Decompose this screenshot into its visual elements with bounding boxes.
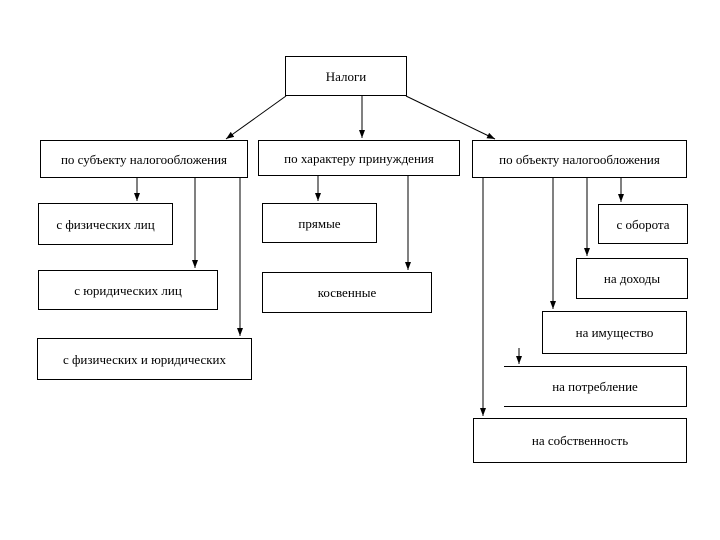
- node-turnover: с оборота: [598, 204, 688, 244]
- arrow-root-to-by-object: [405, 95, 496, 140]
- node-income: на доходы: [576, 258, 688, 299]
- node-indirect-taxes: косвенные: [262, 272, 432, 313]
- node-taxes-root: Налоги: [285, 56, 407, 96]
- node-ownership: на собственность: [473, 418, 687, 463]
- arrow-root-to-by-subject: [225, 95, 287, 140]
- node-consumption: на потребление: [504, 366, 687, 407]
- node-individuals-and-legal: с физических и юридических: [37, 338, 252, 380]
- node-property: на имущество: [542, 311, 687, 354]
- node-legal-entities: с юридических лиц: [38, 270, 218, 310]
- node-by-coercion: по характеру принуждения: [258, 140, 460, 176]
- node-by-object: по объекту налогообложения: [472, 140, 687, 178]
- node-direct-taxes: прямые: [262, 203, 377, 243]
- node-individuals: с физических лиц: [38, 203, 173, 245]
- node-by-subject: по субъекту налогообложения: [40, 140, 248, 178]
